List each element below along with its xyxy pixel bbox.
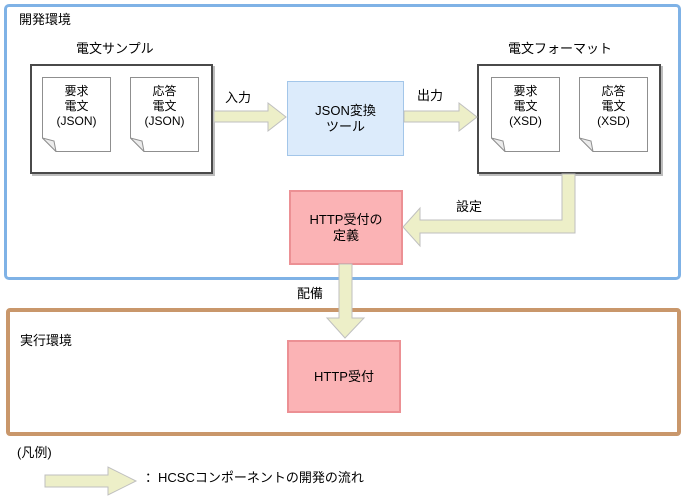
document-response-xsd-label: 応答 電文 (XSD) (597, 84, 630, 128)
http-reception-definition-node: HTTP受付の 定義 (289, 190, 403, 265)
document-response-json: 応答 電文 (JSON) (130, 77, 199, 152)
dev-environment-label: 開発環境 (19, 12, 72, 27)
message-format-group-label: 電文フォーマット (508, 41, 613, 56)
document-request-xsd: 要求 電文 (XSD) (491, 77, 560, 152)
document-response-json-label: 応答 電文 (JSON) (144, 84, 185, 128)
legend-text: ：HCSCコンポーネントの開発の流れ (145, 470, 364, 485)
document-icon (579, 77, 648, 152)
legend-arrow-icon (44, 466, 138, 496)
document-request-json-label: 要求 電文 (JSON) (56, 84, 97, 128)
exec-environment-label: 実行環境 (20, 333, 73, 348)
document-icon (491, 77, 560, 152)
input-arrow-label: 入力 (225, 90, 252, 105)
document-icon (130, 77, 199, 152)
json-conversion-tool-node: JSON変換 ツール (287, 81, 404, 156)
document-request-xsd-label: 要求 電文 (XSD) (509, 84, 542, 128)
message-sample-group-label: 電文サンプル (76, 41, 154, 56)
document-response-xsd: 応答 電文 (XSD) (579, 77, 648, 152)
deploy-arrow-label: 配備 (297, 286, 324, 301)
legend-title: (凡例) (17, 445, 52, 460)
config-arrow-label: 設定 (456, 199, 483, 214)
http-reception-node: HTTP受付 (287, 340, 401, 413)
output-arrow-label: 出力 (417, 88, 444, 103)
document-request-json: 要求 電文 (JSON) (42, 77, 111, 152)
document-icon (42, 77, 111, 152)
